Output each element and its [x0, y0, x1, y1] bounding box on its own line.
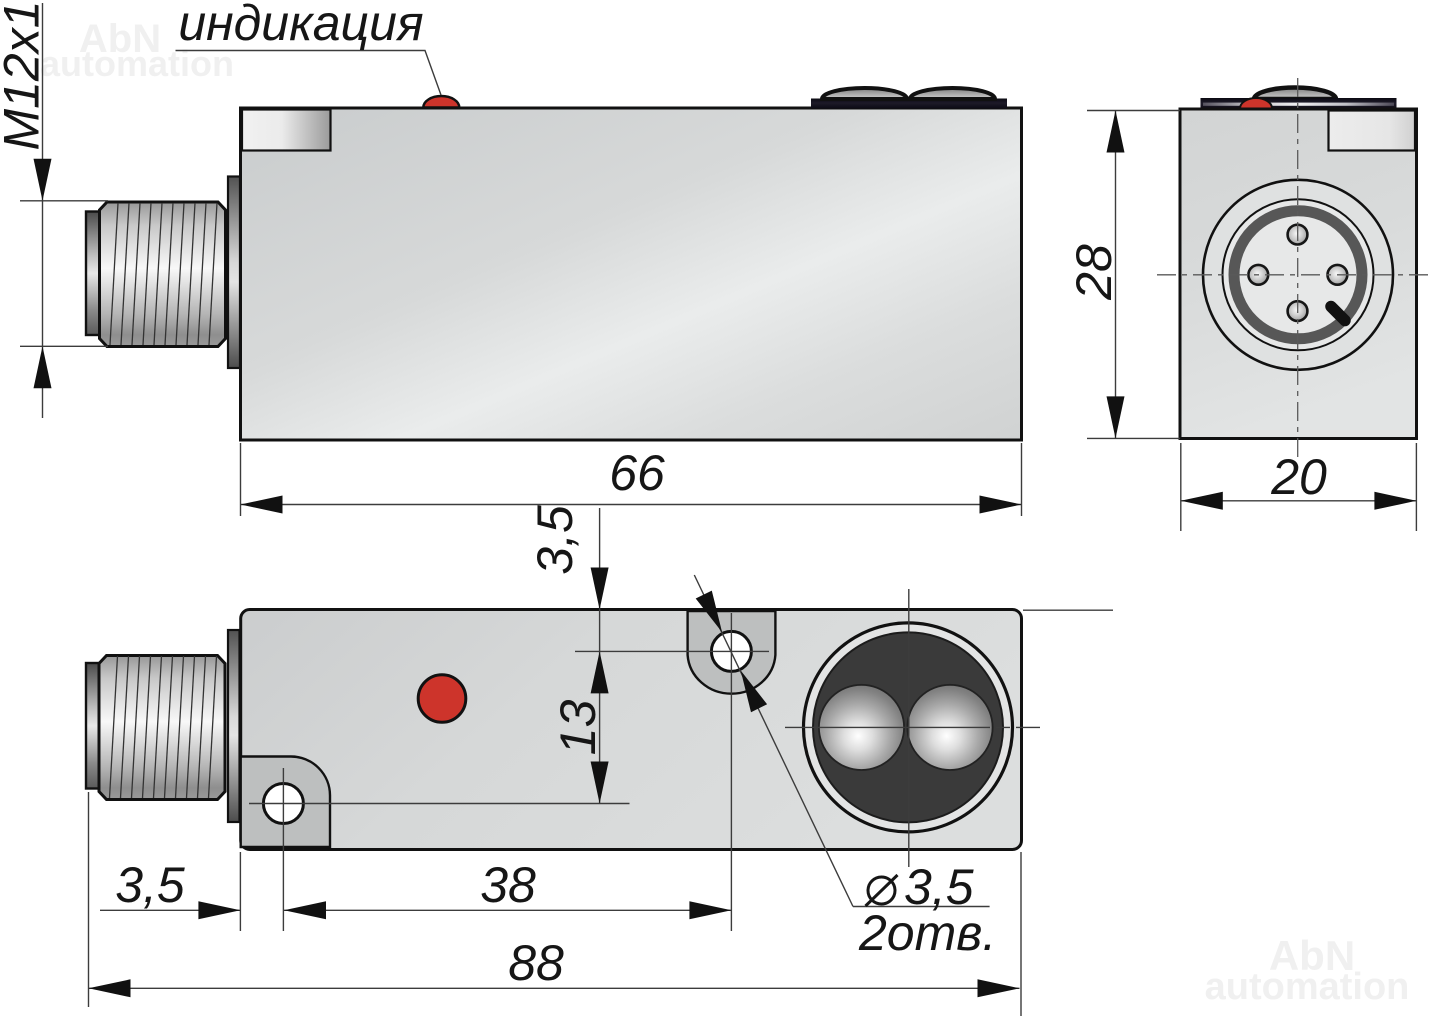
svg-text:20: 20 — [1270, 449, 1327, 505]
svg-text:38: 38 — [480, 857, 536, 913]
svg-text:3,5: 3,5 — [904, 859, 974, 915]
svg-text:automation: automation — [1205, 966, 1410, 1008]
svg-text:66: 66 — [609, 445, 665, 501]
svg-text:M12x1: M12x1 — [0, 0, 50, 150]
svg-text:2отв.: 2отв. — [858, 905, 996, 961]
svg-text:88: 88 — [508, 935, 564, 991]
svg-text:индикация: индикация — [178, 0, 423, 51]
svg-text:AbN: AbN — [1269, 932, 1355, 979]
svg-text:3,5: 3,5 — [115, 857, 185, 913]
svg-text:28: 28 — [1066, 244, 1122, 301]
svg-text:AbN: AbN — [79, 17, 161, 61]
svg-text:13: 13 — [550, 699, 606, 755]
svg-text:3,5: 3,5 — [527, 505, 583, 575]
